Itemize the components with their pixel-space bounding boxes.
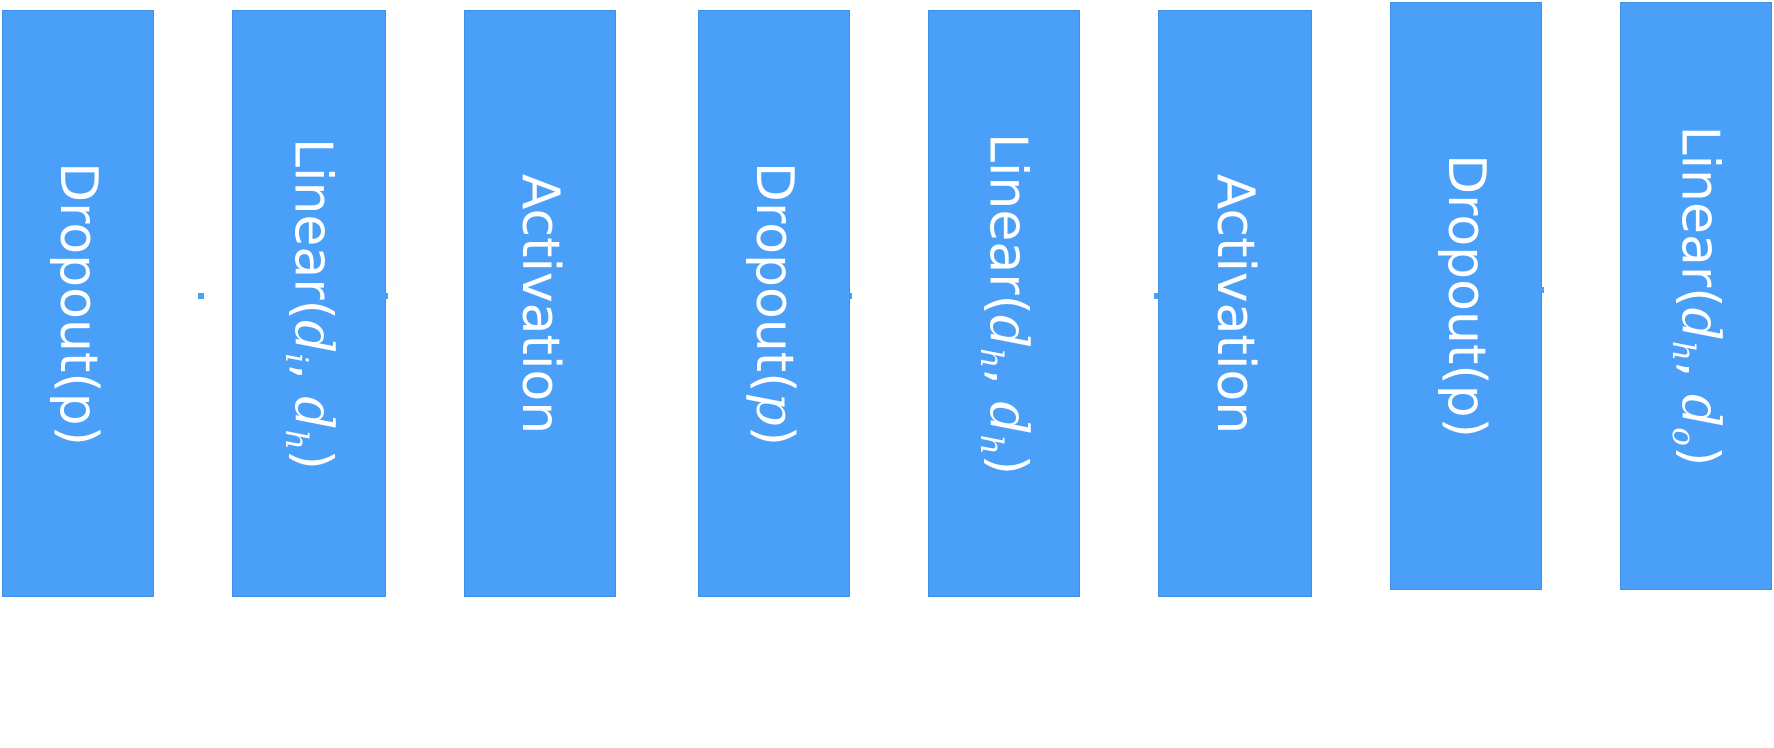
connector	[1154, 293, 1160, 299]
dropout-label-3: Dropout(p)	[1436, 154, 1496, 438]
linear-block-3: Linear(dh, do)	[1620, 2, 1772, 590]
activation-label-1: Activation	[510, 173, 570, 434]
linear-block-2: Linear(dh, dh)	[928, 10, 1080, 597]
linear-block-1: Linear(di, dh)	[232, 10, 386, 597]
connector	[1538, 287, 1544, 293]
dropout-block-3: Dropout(p)	[1390, 2, 1542, 590]
dropout-block-2: Dropout(p)	[698, 10, 850, 597]
connector	[198, 293, 204, 299]
linear-label-3: Linear(dh, do)	[1664, 125, 1730, 467]
connector	[382, 293, 388, 299]
activation-block-1: Activation	[464, 10, 616, 597]
activation-label-2: Activation	[1205, 173, 1265, 434]
dropout-block-1: Dropout(p)	[2, 10, 154, 597]
linear-label-2: Linear(dh, dh)	[972, 132, 1038, 475]
activation-block-2: Activation	[1158, 10, 1312, 597]
linear-label-1: Linear(di, dh)	[277, 137, 343, 470]
dropout-label-1: Dropout(p)	[48, 161, 108, 446]
dropout-label-2: Dropout(p)	[744, 161, 804, 446]
